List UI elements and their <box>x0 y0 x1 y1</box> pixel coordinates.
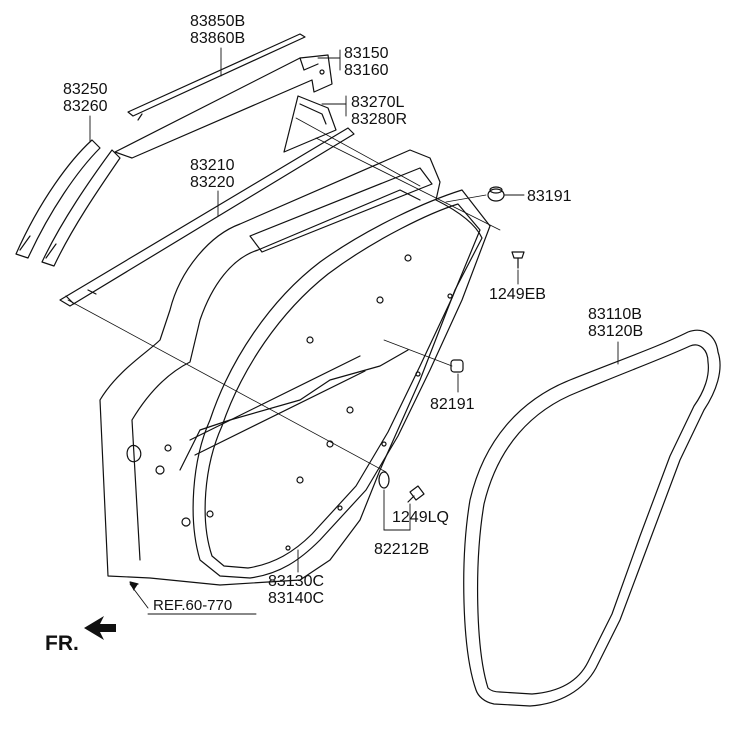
clip-part <box>407 485 425 503</box>
body-weatherstrip-part <box>463 329 721 707</box>
pillar-garnish-part <box>15 139 121 267</box>
frame-molding-part <box>114 54 333 159</box>
label-83191: 83191 <box>527 188 572 205</box>
label-line: 83850B <box>190 13 246 30</box>
label-82191: 82191 <box>430 396 475 413</box>
label-line: 83860B <box>190 30 246 47</box>
label-line: 83110B <box>588 306 642 323</box>
screw-part <box>511 251 525 269</box>
ref-arrowhead-icon <box>129 581 139 591</box>
grommet-part <box>487 186 505 202</box>
label-83270l: 83270L 83280R <box>351 94 407 128</box>
label-83110b: 83110B 83120B <box>588 306 643 340</box>
delta-molding-part <box>283 95 337 153</box>
leader-lines <box>89 47 619 615</box>
label-line: 83120B <box>588 323 644 340</box>
label-83250: 83250 83260 <box>63 81 108 115</box>
label-83210: 83210 83220 <box>190 157 235 191</box>
door-panel <box>99 149 483 586</box>
label-line: 83220 <box>190 174 235 191</box>
front-label: FR. <box>45 632 79 655</box>
label-line: 83210 <box>190 157 235 174</box>
label-83850b: 83850B 83860B <box>190 13 245 47</box>
label-line: 83270L <box>351 94 405 111</box>
label-line: 83150 <box>344 45 389 62</box>
label-83130c: 83130C 83140C <box>268 573 324 607</box>
drip-molding-part <box>127 33 306 121</box>
plug-part <box>450 359 464 373</box>
label-line: 83160 <box>344 62 389 79</box>
label-82212b: 82212B <box>374 541 430 558</box>
label-83150: 83150 83160 <box>344 45 389 79</box>
label-line: 83260 <box>63 98 108 115</box>
door-weatherstrip-part <box>192 189 491 579</box>
label-line: 83280R <box>351 111 408 128</box>
label-line: 83130C <box>268 573 325 590</box>
belt-weatherstrip-part <box>59 127 355 307</box>
assembly-lines <box>67 117 501 473</box>
label-line: 83140C <box>268 590 325 607</box>
ref-label: REF.60-770 <box>153 597 233 614</box>
label-line: 83250 <box>63 81 108 98</box>
front-arrow-icon <box>84 616 116 640</box>
label-1249lq: 1249LQ <box>392 509 449 526</box>
washer-part <box>378 471 390 489</box>
label-1249eb: 1249EB <box>489 286 546 303</box>
